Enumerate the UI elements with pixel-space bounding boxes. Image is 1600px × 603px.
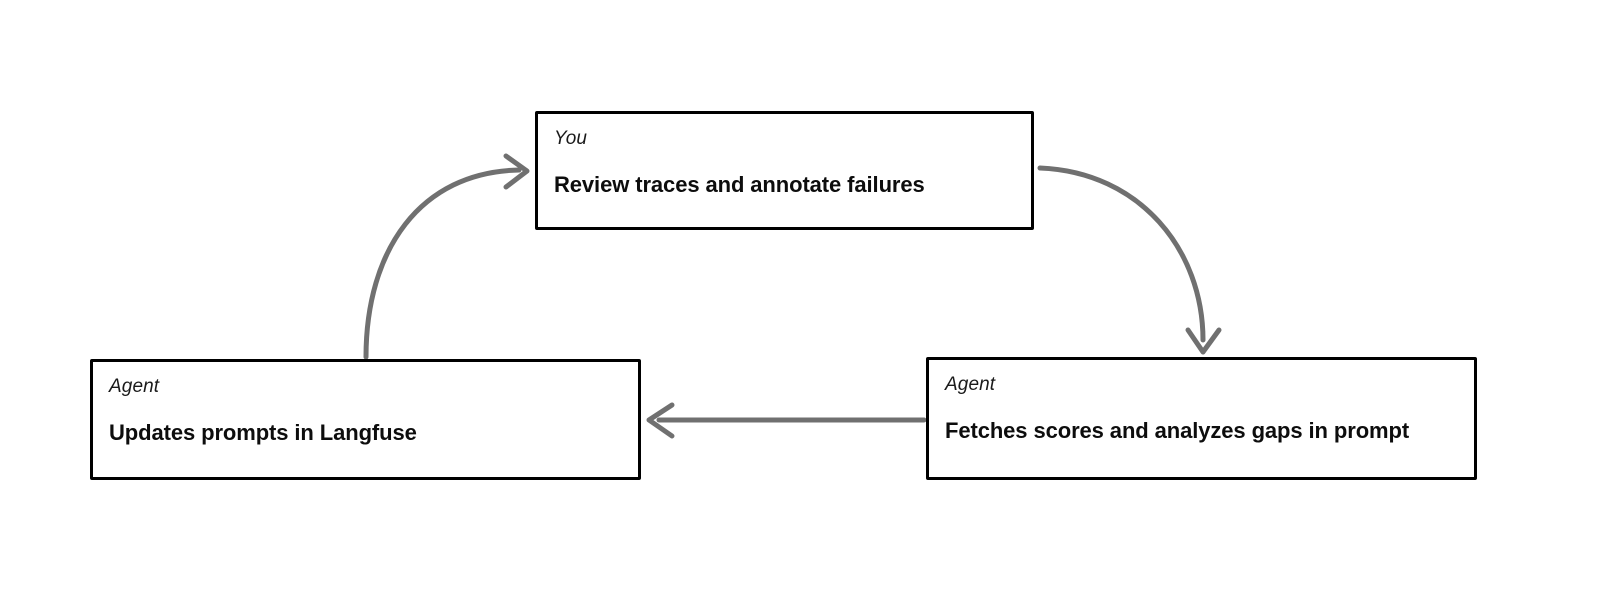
node-role-label: Agent <box>109 376 160 397</box>
node-you-review[interactable]: You Review traces and annotate failures <box>535 111 1034 230</box>
node-title-label: Updates prompts in Langfuse <box>109 420 417 445</box>
node-agent-updates[interactable]: Agent Updates prompts in Langfuse <box>90 359 641 480</box>
edge-you-to-fetches-line <box>1037 165 1206 343</box>
edge-you-to-fetches <box>1037 165 1222 355</box>
node-agent-fetches[interactable]: Agent Fetches scores and analyzes gaps i… <box>926 357 1477 480</box>
node-title-label: Review traces and annotate failures <box>554 172 925 197</box>
edge-updates-to-you <box>363 153 530 360</box>
node-role-label: Agent <box>945 374 996 395</box>
edge-updates-to-you-line <box>363 167 522 360</box>
edge-you-to-fetches-arrowhead <box>1185 327 1222 355</box>
edge-fetches-to-updates <box>646 402 927 439</box>
node-title-label: Fetches scores and analyzes gaps in prom… <box>945 418 1410 443</box>
node-role-label: You <box>554 128 588 149</box>
edge-fetches-to-updates-arrowhead <box>646 402 675 439</box>
edge-updates-to-you-arrowhead <box>503 153 530 190</box>
